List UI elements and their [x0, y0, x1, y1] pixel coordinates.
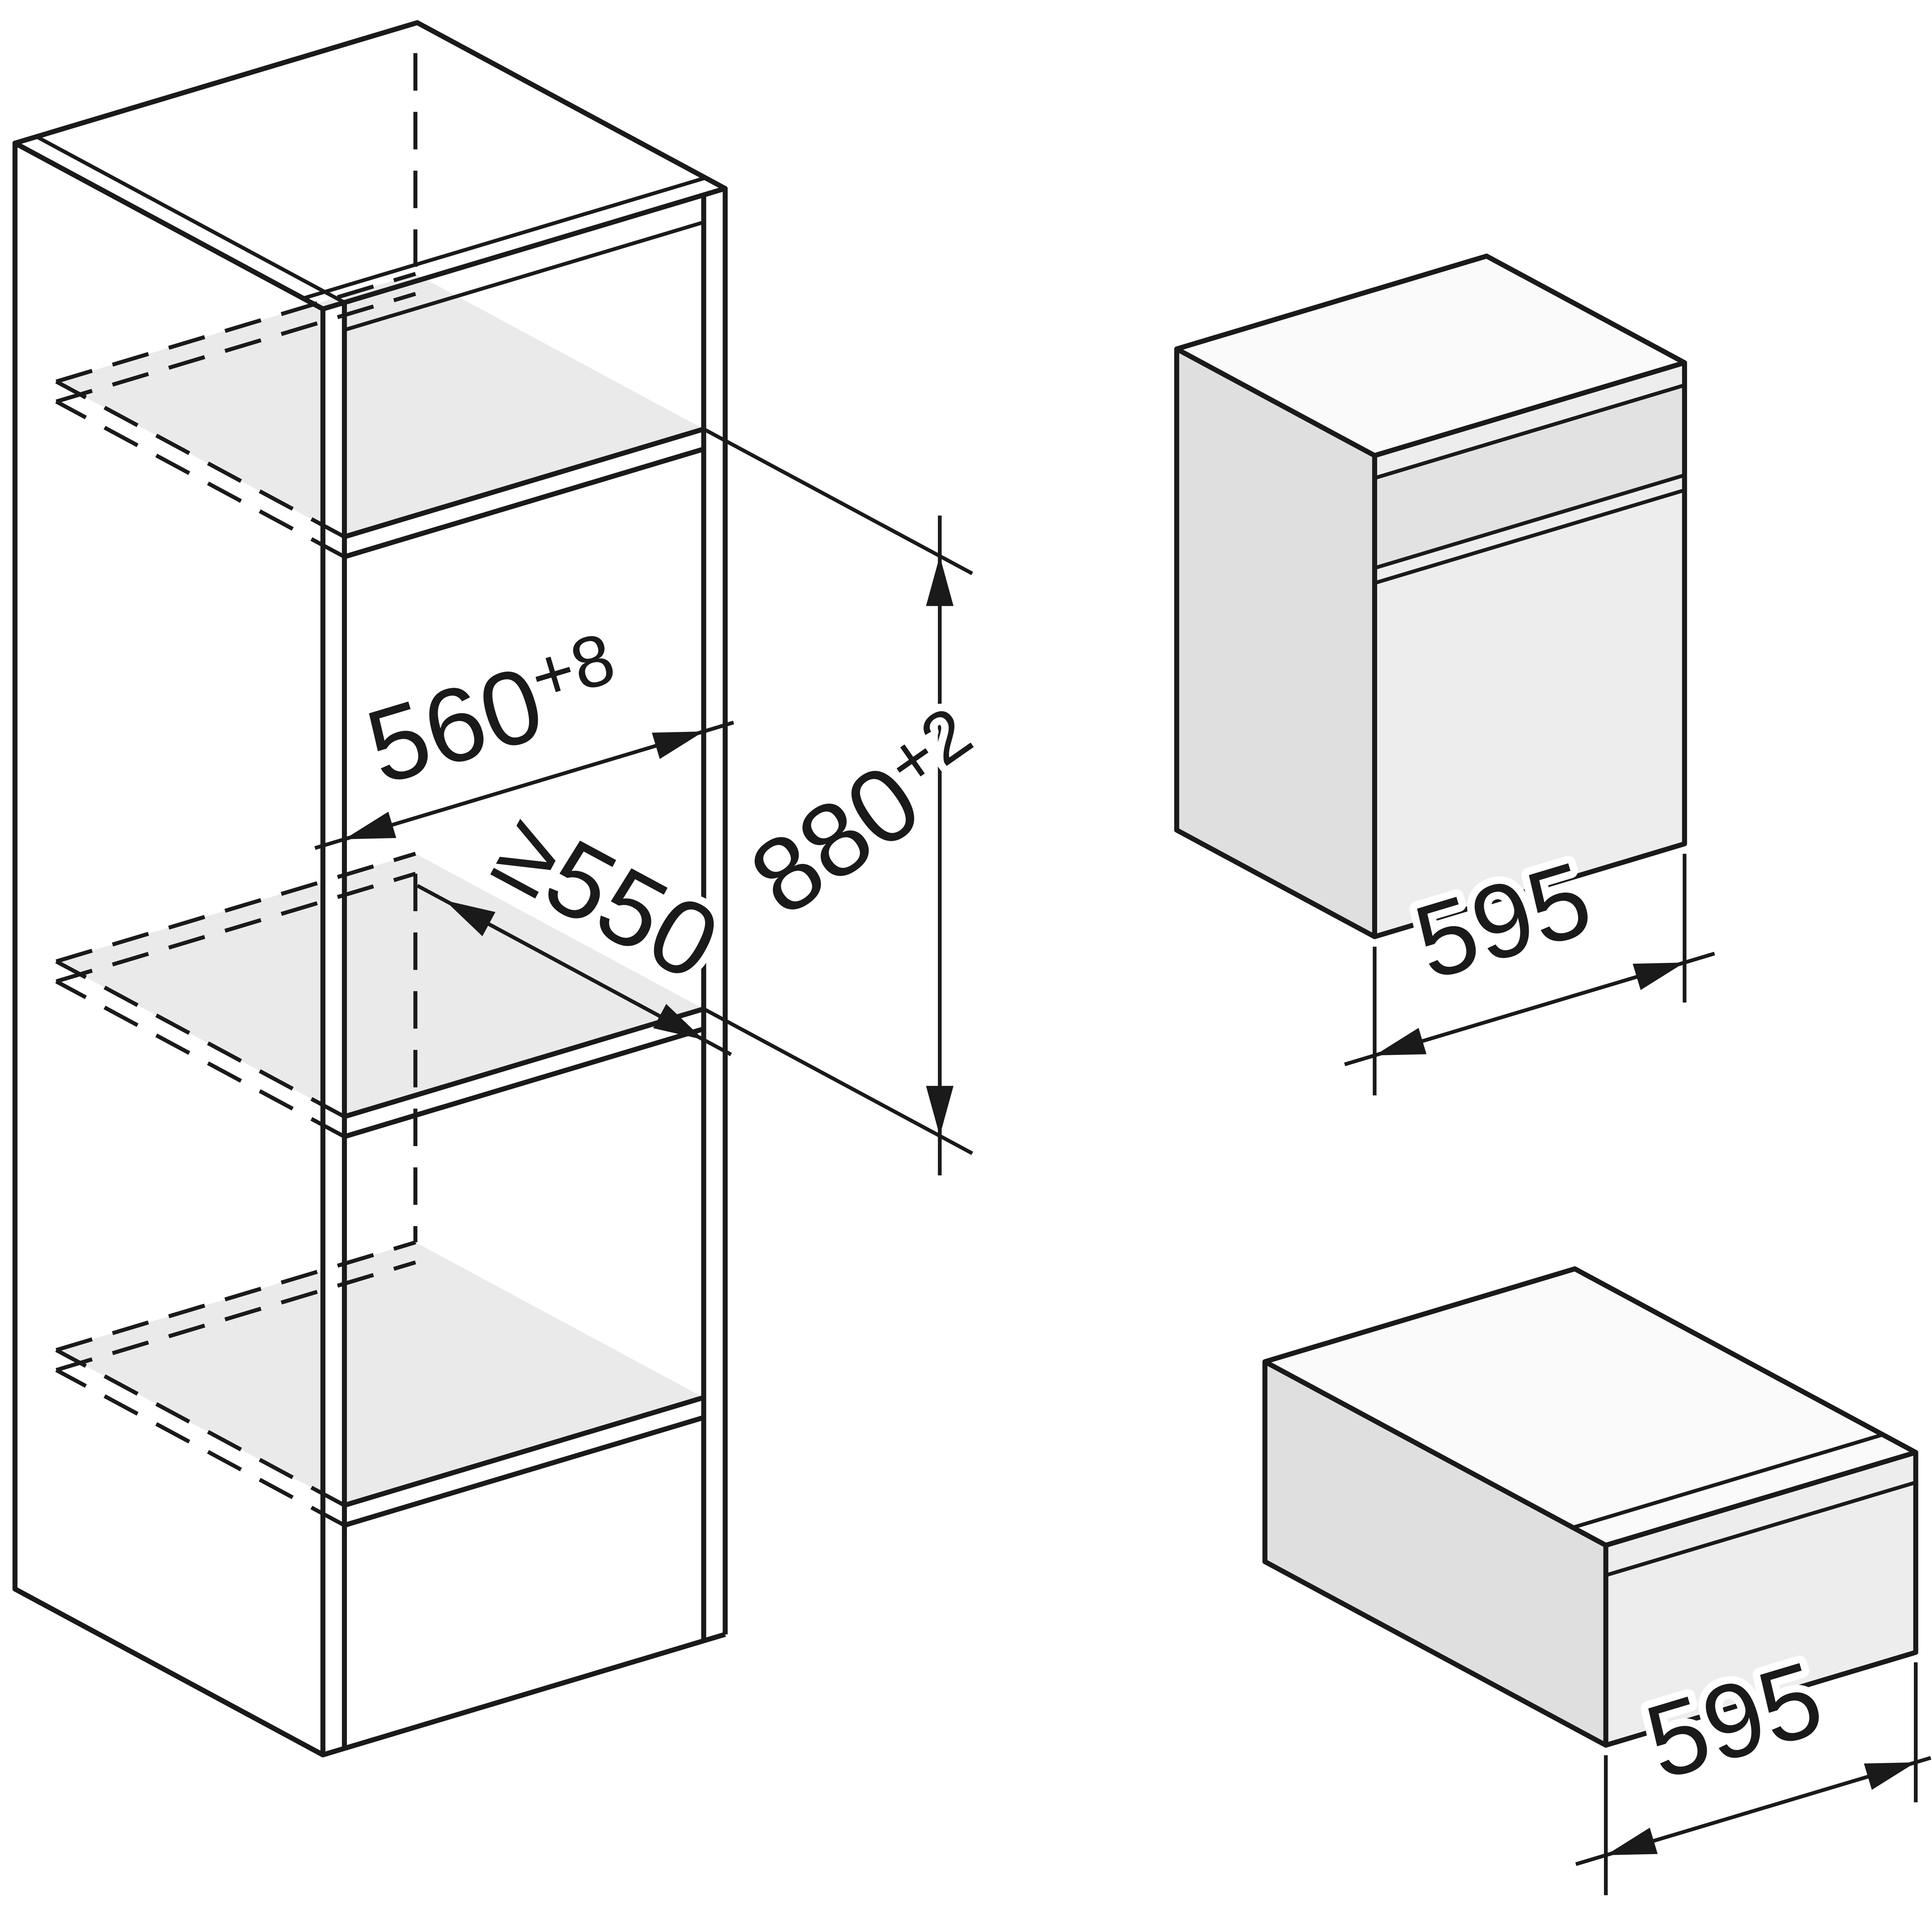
cabinet-shelf-surfaces	[56, 274, 704, 1505]
oven-drawing: 595	[1174, 253, 1715, 1095]
niche-width-label: 560+8	[353, 617, 635, 806]
drawer-faces	[1265, 1269, 1916, 1745]
warming-drawer-drawing: 595	[1262, 1266, 1932, 1895]
cabinet-hidden-edges	[55, 53, 418, 1527]
oven-control-panel	[1374, 385, 1685, 568]
installation-diagram: 560+8 ≥550 880+2	[12, 20, 1932, 1895]
oven-edges	[1174, 253, 1687, 939]
niche-height-label: 880+2	[728, 691, 1008, 937]
oven-faces	[1177, 256, 1685, 937]
cabinet-front-frame	[323, 188, 725, 1755]
niche-height-dimension: 880+2	[702, 427, 1008, 1175]
cabinet-solid-edges	[14, 135, 728, 1757]
cabinet-top-face	[12, 20, 728, 311]
tall-cabinet-drawing: 560+8 ≥550 880+2	[12, 20, 1008, 1757]
drawer-edges	[1262, 1266, 1918, 1748]
